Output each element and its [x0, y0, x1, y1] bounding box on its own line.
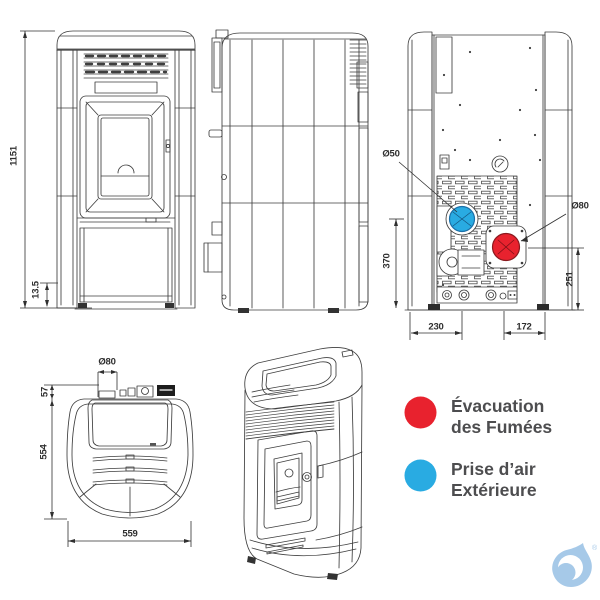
dim-overall-height: 1151: [8, 146, 20, 166]
dim-depth: 554: [38, 444, 50, 460]
air-intake-dot-icon: [404, 459, 437, 492]
dim-top-flue-diameter: Ø80: [98, 356, 116, 368]
air-inlet-port: [445, 202, 479, 236]
flue-leader-line: [520, 213, 567, 242]
brand-drop-logo-icon: ®: [552, 543, 597, 588]
top-dimension-lines: [44, 370, 192, 547]
flue-exhaust-dot-icon: [404, 396, 437, 429]
legend-air-line2: Extérieure: [451, 480, 537, 500]
rear-dimension-lines: [389, 161, 584, 340]
rear-connector-strip: [436, 286, 518, 304]
rear-chimney-channel: [435, 36, 453, 94]
rear-view: [404, 31, 576, 311]
perspective-view: [243, 346, 363, 580]
rear-thermostat-gauge: [491, 155, 509, 173]
top-view-flue-stub: [98, 385, 175, 399]
dim-flue-diameter: Ø80: [571, 200, 589, 212]
dim-base-height: 13.5: [30, 281, 42, 299]
side-vent-fins: [349, 39, 367, 85]
door-handle-arch: [117, 164, 135, 174]
legend-item-air-intake: Prise d’air Extérieure: [404, 459, 552, 501]
legend-label-air-intake: Prise d’air Extérieure: [451, 459, 537, 501]
legend-item-flue-exhaust: Évacuation des Fumées: [404, 396, 552, 438]
dim-air-inlet-height: 370: [381, 253, 393, 269]
dim-air-inlet-offset-left: 230: [428, 321, 444, 333]
registered-mark: ®: [592, 544, 597, 552]
dim-flue-offset-back: 57: [39, 386, 51, 398]
rear-fan-housing: [438, 248, 485, 276]
front-door: [79, 95, 171, 219]
perspective-door: [256, 430, 324, 540]
front-air-grille: [83, 53, 169, 79]
rear-screws: [441, 46, 542, 287]
perspective-louvre-band: [245, 401, 335, 440]
front-dimension-lines: [20, 30, 92, 309]
front-view: [56, 30, 196, 310]
air-inlet-leader-line: [398, 161, 458, 213]
legend: Évacuation des Fumées Prise d’air Extéri…: [404, 396, 552, 522]
side-view: [203, 29, 369, 313]
flue-outlet-port: [485, 225, 527, 269]
dim-width: 559: [122, 528, 138, 540]
legend-flue-line1: Évacuation: [451, 396, 545, 416]
dim-flue-offset-right: 172: [516, 321, 532, 333]
perspective-door-handle: [302, 472, 312, 482]
dim-air-inlet-diameter: Ø50: [382, 148, 400, 160]
top-view-grille-slats: [92, 454, 168, 486]
legend-air-line1: Prise d’air: [451, 459, 536, 479]
top-view: [66, 385, 194, 519]
legend-label-flue-exhaust: Évacuation des Fumées: [451, 396, 552, 438]
dim-flue-height: 251: [564, 271, 576, 287]
legend-flue-line2: des Fumées: [451, 417, 553, 437]
